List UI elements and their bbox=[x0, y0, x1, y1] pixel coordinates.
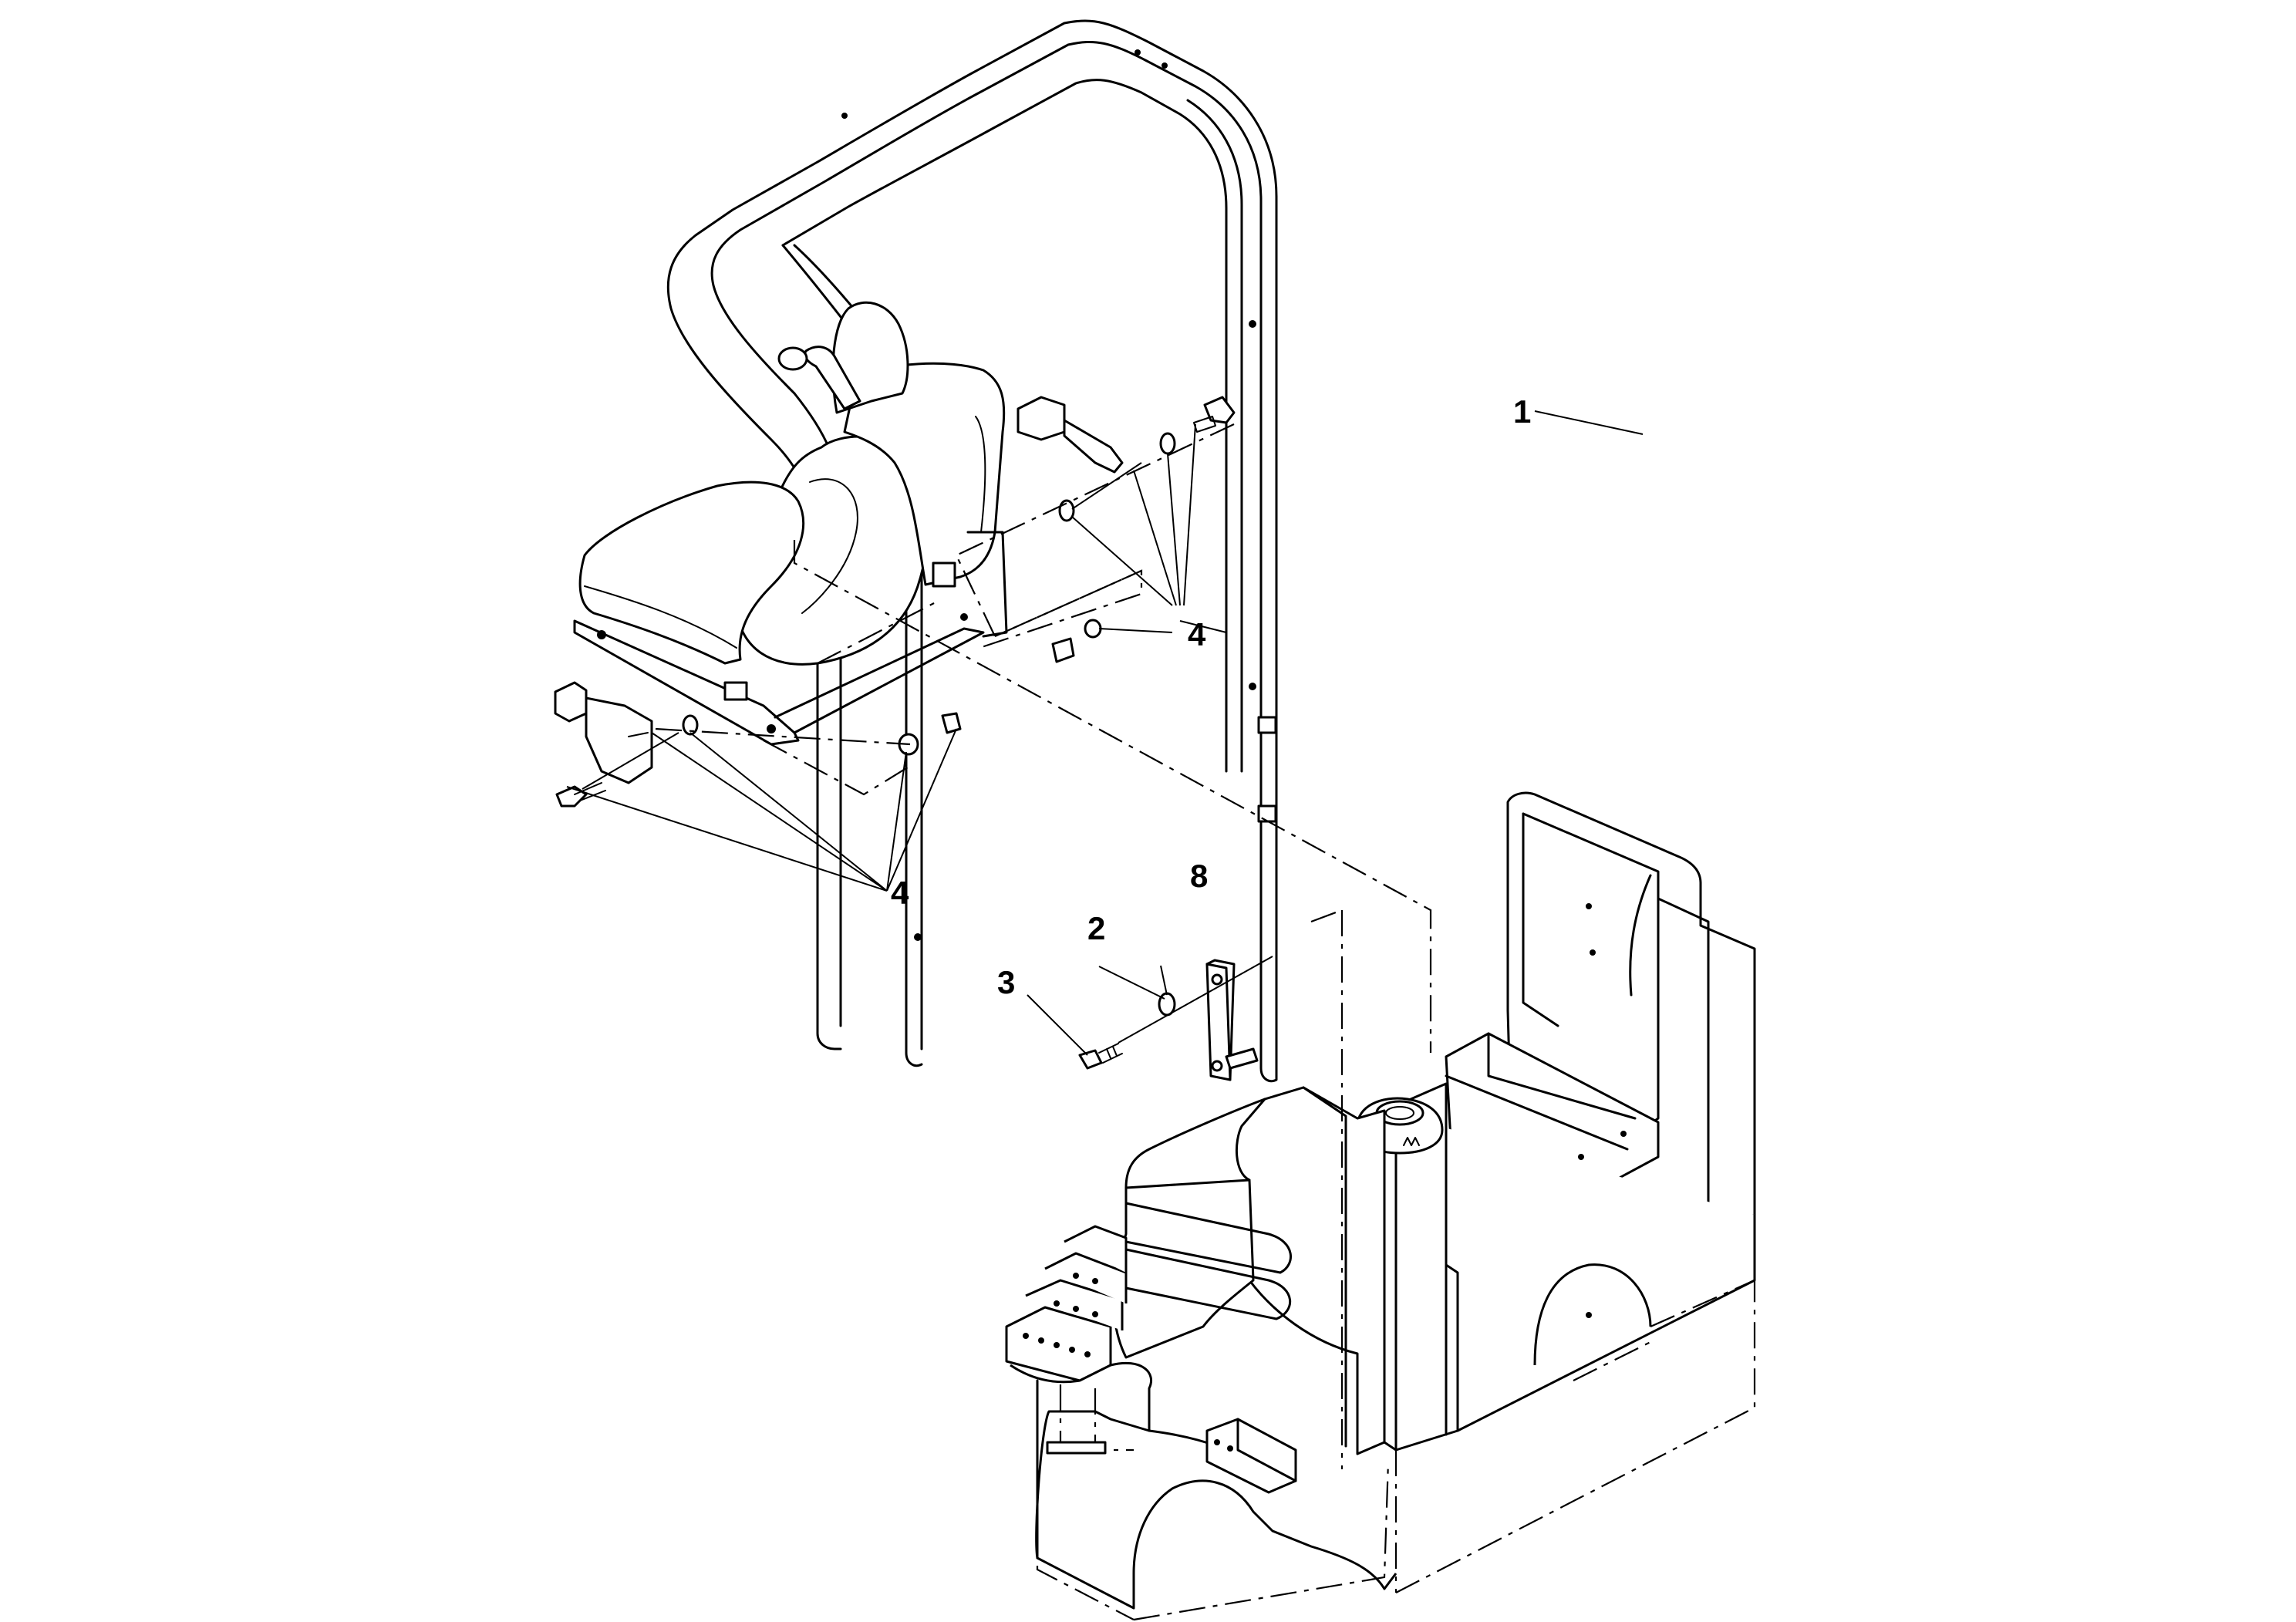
callout-part-1: 1 bbox=[1513, 393, 1531, 430]
callout-part-4-left: 4 bbox=[891, 875, 909, 911]
callout-part-2: 2 bbox=[1087, 910, 1105, 946]
callout-labels: 1 8 2 3 4 4 bbox=[891, 393, 1531, 1000]
callout-part-8: 8 bbox=[1190, 858, 1208, 894]
alignment-lines bbox=[582, 423, 1432, 1053]
callout-part-3: 3 bbox=[997, 964, 1015, 1000]
callout-part-4-upper: 4 bbox=[1188, 616, 1206, 653]
base-frame-outline bbox=[1036, 909, 1756, 1621]
machine-body bbox=[1005, 791, 1756, 1610]
leader-lines bbox=[566, 410, 1644, 1056]
operator-seat bbox=[573, 301, 1008, 746]
bolt bbox=[1078, 1043, 1123, 1070]
seat-belt-buckle-right bbox=[1017, 396, 1124, 474]
mounting-plate bbox=[1205, 959, 1259, 1081]
seat-belt-buckle-left bbox=[554, 681, 653, 784]
